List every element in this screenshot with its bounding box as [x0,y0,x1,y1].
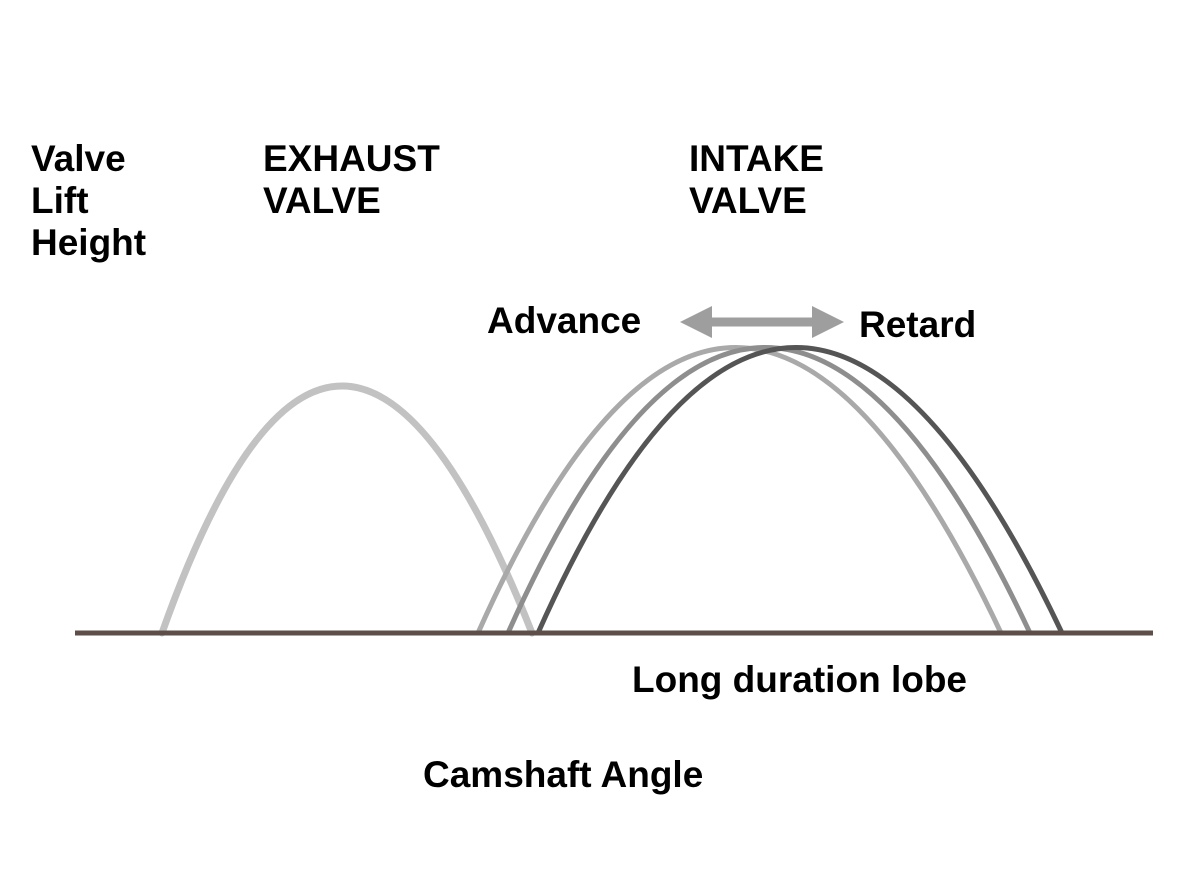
intake-curve-retarded [535,345,1065,636]
long-duration-lobe-label: Long duration lobe [632,659,968,700]
y-axis-label-line-1: Valve [31,138,126,179]
exhaust-valve-curve [158,382,536,637]
y-axis-label: Valve Lift Height [31,138,146,264]
advance-retard-double-arrow [680,306,844,338]
advance-label: Advance [487,300,642,341]
intake-label-line-1: INTAKE [689,138,824,179]
exhaust-valve-label: EXHAUST VALVE [263,138,440,222]
retard-label: Retard [859,304,977,345]
arrow-head-left [680,306,712,338]
y-axis-label-line-2: Lift [31,180,89,221]
intake-curve-advanced [475,345,1004,636]
exhaust-label-line-1: EXHAUST [263,138,440,179]
y-axis-label-line-3: Height [31,222,147,263]
x-axis-label: Camshaft Angle [423,754,704,795]
intake-curve-middle [505,345,1033,636]
intake-valve-label: INTAKE VALVE [689,138,824,222]
exhaust-label-line-2: VALVE [263,180,381,221]
intake-label-line-2: VALVE [689,180,807,221]
arrow-head-right [812,306,844,338]
